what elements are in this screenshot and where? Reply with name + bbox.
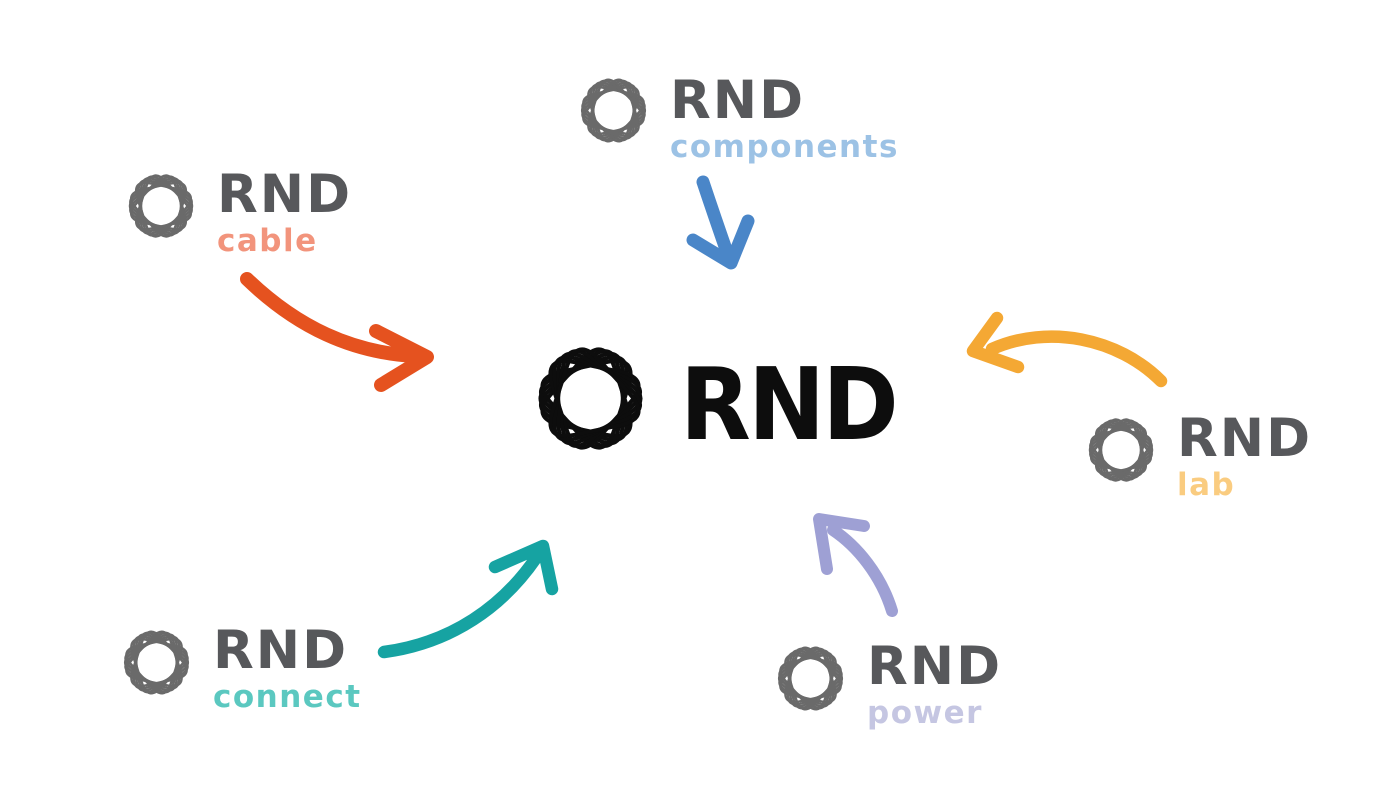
arrow-lab xyxy=(966,311,1168,388)
arrow-components xyxy=(686,175,755,270)
cable-wordmark: RND xyxy=(217,164,353,225)
components-rosette-emblem xyxy=(580,78,647,143)
lab-sublabel: lab xyxy=(1177,467,1236,503)
brand-cable: RND cable xyxy=(113,158,352,258)
power-sublabel: power xyxy=(867,695,983,731)
power-rosette-emblem xyxy=(777,646,844,711)
connect-wordmark: RND xyxy=(213,620,349,681)
brand-lab: RND lab xyxy=(1073,402,1312,502)
arrow-cable xyxy=(240,272,434,392)
components-sublabel: components xyxy=(670,129,899,165)
brand-center-rnd: RND xyxy=(513,321,915,476)
arrow-power xyxy=(813,513,898,617)
components-wordmark: RND xyxy=(670,70,806,131)
brand-components: RND components xyxy=(565,62,899,164)
lab-rosette-emblem xyxy=(1088,418,1154,482)
cable-rosette-emblem xyxy=(128,174,194,238)
connect-rosette-emblem xyxy=(123,630,190,695)
brand-power: RND power xyxy=(762,630,1002,730)
lab-wordmark: RND xyxy=(1177,408,1313,469)
center-wordmark: RND xyxy=(680,346,899,463)
rnd-rosette-emblem xyxy=(538,347,643,450)
arrow-connect xyxy=(377,539,559,659)
brand-connect: RND connect xyxy=(108,614,362,714)
cable-sublabel: cable xyxy=(217,223,318,259)
power-wordmark: RND xyxy=(867,636,1003,697)
connect-sublabel: connect xyxy=(213,679,362,715)
